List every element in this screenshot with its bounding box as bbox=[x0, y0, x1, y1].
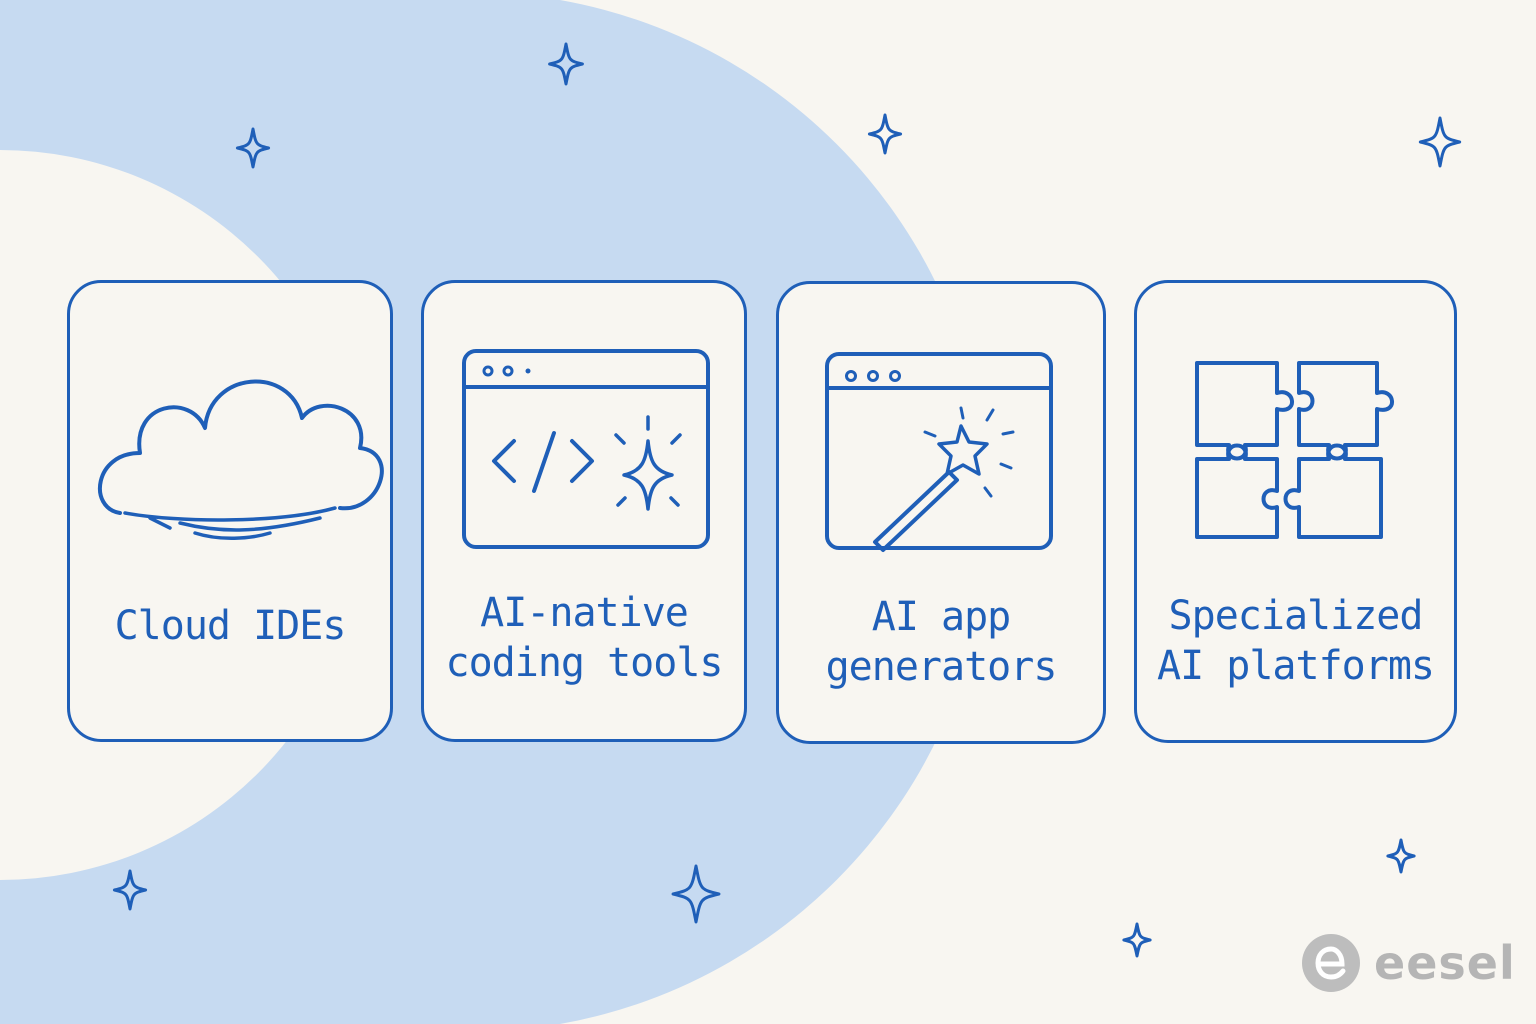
label-line: coding tools bbox=[445, 640, 724, 686]
eesel-logo-icon bbox=[1302, 934, 1360, 992]
card-label-ai-native-coding-tools: AI-native coding tools bbox=[424, 588, 744, 688]
sparkle-icon bbox=[867, 113, 903, 155]
card-ai-native-coding-tools: AI-native coding tools bbox=[421, 280, 747, 742]
label-line: AI-native bbox=[480, 590, 689, 636]
sparkle-icon bbox=[1386, 838, 1416, 874]
brand-logo: eesel bbox=[1302, 934, 1516, 992]
label-line: generators bbox=[825, 644, 1058, 690]
label-line: Specialized bbox=[1168, 593, 1424, 639]
card-label-cloud-ides: Cloud IDEs bbox=[70, 601, 390, 651]
magic-wand-window-icon bbox=[825, 352, 1053, 552]
sparkle-icon bbox=[235, 127, 271, 169]
card-label-ai-app-generators: AI app generators bbox=[779, 592, 1103, 692]
card-cloud-ides: Cloud IDEs bbox=[67, 280, 393, 742]
sparkle-icon bbox=[112, 869, 148, 911]
label-line: Cloud IDEs bbox=[114, 603, 347, 649]
sparkle-icon bbox=[548, 42, 584, 86]
label-line: AI app bbox=[871, 594, 1012, 640]
sparkle-icon bbox=[1418, 116, 1462, 168]
card-label-specialized-ai-platforms: Specialized AI platforms bbox=[1137, 591, 1454, 691]
label-line: AI platforms bbox=[1157, 643, 1435, 689]
sparkle-icon bbox=[1122, 922, 1152, 958]
code-sparkle-window-icon bbox=[462, 349, 710, 549]
card-ai-app-generators: AI app generators bbox=[776, 281, 1106, 744]
puzzle-pieces-icon bbox=[1195, 361, 1394, 539]
brand-name: eesel bbox=[1374, 936, 1516, 990]
sparkle-icon bbox=[671, 864, 721, 924]
cloud-icon bbox=[97, 379, 384, 541]
card-specialized-ai-platforms: Specialized AI platforms bbox=[1134, 280, 1457, 743]
